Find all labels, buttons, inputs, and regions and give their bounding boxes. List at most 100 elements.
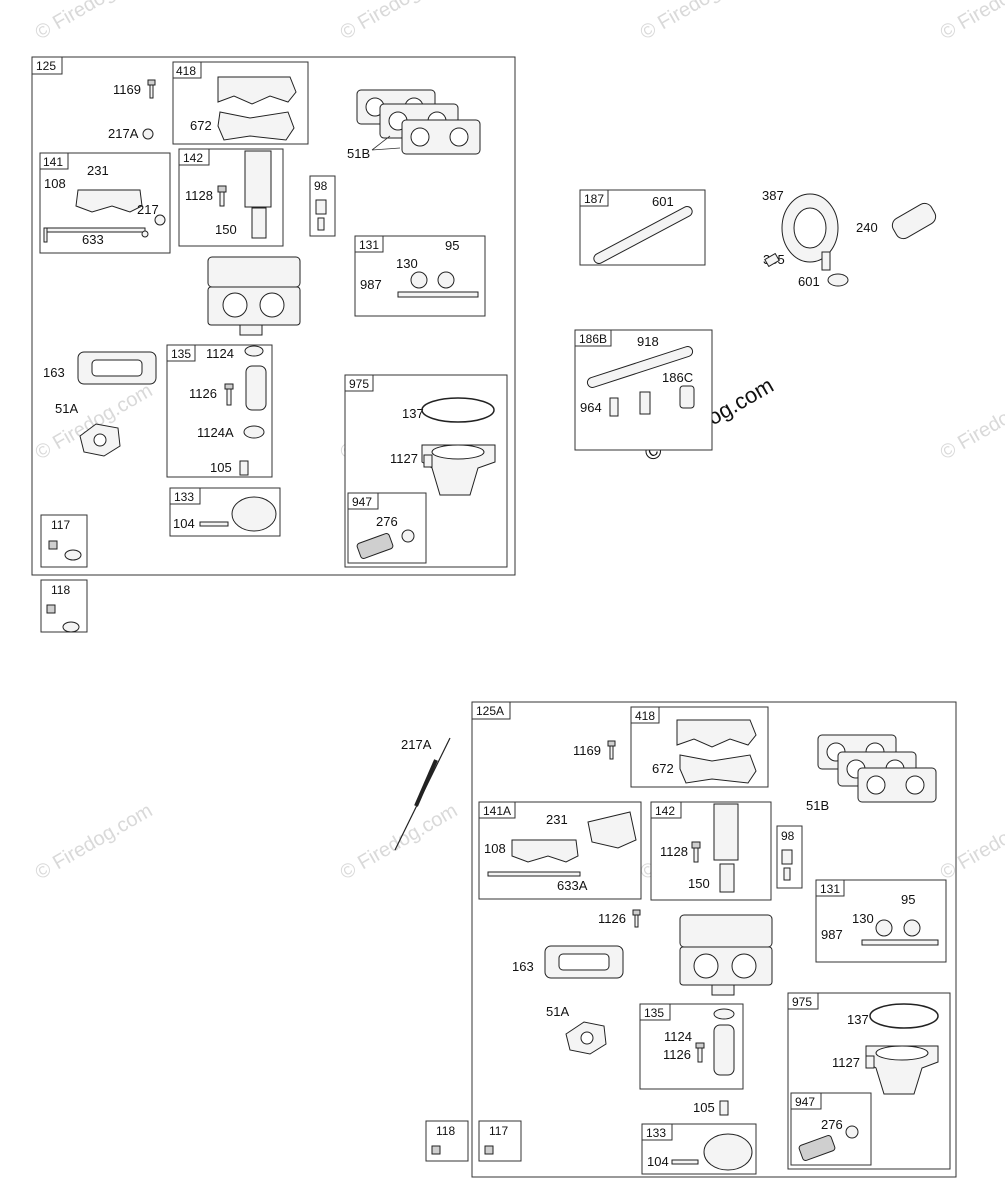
bracket-icon (244, 150, 272, 208)
screw-icon (607, 740, 616, 760)
intake-gasket-icon (356, 89, 481, 155)
shaft-icon (397, 291, 479, 298)
group-975-label: 975 (349, 377, 369, 391)
group-133-label: 133 (646, 1126, 666, 1140)
throttle-plate-icon (410, 271, 428, 289)
part-1126-label: 1126 (189, 386, 217, 401)
part-918-label: 918 (637, 334, 659, 349)
group-131-label: 131 (820, 882, 840, 896)
float-icon (245, 365, 267, 411)
part-1124-label: 1124 (664, 1029, 692, 1044)
throttle-plate-icon (875, 919, 893, 937)
part-186C-label: 186C (662, 370, 693, 385)
group-418-label: 418 (635, 709, 655, 723)
part-51B-label: 51B (806, 798, 829, 813)
link-rod-icon (487, 871, 581, 877)
throttle-plate-icon (437, 271, 455, 289)
screw-icon (147, 79, 156, 99)
group-117-label: 117 (51, 518, 70, 532)
group-133-label: 133 (174, 490, 194, 504)
group-186B-label: 186B (579, 332, 607, 346)
part-108-label: 108 (484, 841, 506, 856)
group-117-label: 117 (489, 1124, 508, 1138)
clip-icon (142, 128, 154, 140)
group-187-label: 187 (584, 192, 604, 206)
part-130-label: 130 (396, 256, 418, 271)
ring-icon (243, 425, 265, 439)
watermark: © Firedog.com (937, 380, 1005, 465)
assembly-125-label: 125 (36, 59, 56, 73)
part-163-label: 163 (512, 959, 534, 974)
part-387-label: 387 (762, 188, 784, 203)
assembly-125-frame (31, 56, 516, 576)
groups-118-117-bottom: 118 117 (425, 1120, 522, 1162)
part-672-label: 672 (652, 761, 674, 776)
group-118-top: 118 (40, 579, 88, 633)
group-98-label: 98 (781, 829, 795, 843)
group-118-label: 118 (51, 583, 70, 597)
spring-icon (315, 199, 327, 215)
group-142-label: 142 (183, 151, 203, 165)
assembly-125-tag (31, 56, 63, 75)
part-105-label: 105 (210, 460, 232, 475)
fuel-hose-icon (586, 346, 694, 388)
group-947-label: 947 (795, 1095, 815, 1109)
part-95-label: 95 (901, 892, 915, 907)
shaft-icon (861, 939, 939, 946)
screw-icon (423, 454, 433, 468)
part-104-label: 104 (647, 1154, 669, 1169)
gasket-icon (217, 76, 297, 105)
part-104-label: 104 (173, 516, 195, 531)
part-964-label: 964 (580, 400, 602, 415)
part-163-label: 163 (43, 365, 65, 380)
throttle-plate-icon (903, 919, 921, 937)
part-231-label: 231 (87, 163, 109, 178)
part-108-label: 108 (44, 176, 66, 191)
part-276-label: 276 (821, 1117, 843, 1132)
part-51A-label: 51A (55, 401, 78, 416)
screw-icon (217, 185, 227, 207)
part-987-label: 987 (821, 927, 843, 942)
part-130-label: 130 (852, 911, 874, 926)
watermark: © Firedog.com (637, 0, 762, 44)
clamp-icon (827, 273, 849, 287)
governor-plate-icon (511, 839, 579, 863)
washer-icon (401, 529, 415, 543)
washer-icon (845, 1125, 859, 1139)
carburetor-icon (207, 256, 301, 336)
part-1124A-label: 1124A (197, 425, 234, 440)
fuel-system: 187 601 387 385 601 240 186B 918 186C 96… (574, 188, 937, 451)
group-975-label: 975 (792, 995, 812, 1009)
screw-icon (865, 1055, 875, 1069)
bracket-icon (713, 803, 739, 861)
part-95-label: 95 (445, 238, 459, 253)
intake-gasket-icon (817, 734, 937, 803)
clip-icon (154, 214, 166, 226)
assembly-125A-label: 125A (476, 704, 504, 718)
washer-icon (141, 230, 149, 238)
group-135-box (166, 344, 273, 478)
part-137-label: 137 (847, 1012, 869, 1027)
gasket-icon (676, 719, 757, 748)
fuel-filter-icon (891, 202, 937, 240)
part-51A-label: 51A (546, 1004, 569, 1019)
washer-icon (62, 621, 80, 633)
part-51B-label: 51B (347, 146, 370, 161)
part-137-label: 137 (402, 406, 424, 421)
watermark: © Firedog.com (32, 0, 157, 44)
screw-icon (317, 217, 325, 231)
part-1126-loose-label: 1126 (598, 911, 626, 926)
part-217-label: 217 (137, 202, 159, 217)
part-1169-label: 1169 (113, 82, 141, 97)
group-135-label: 135 (644, 1006, 664, 1020)
spring-icon (781, 849, 793, 865)
screw-icon (431, 1145, 441, 1155)
part-276-label: 276 (376, 514, 398, 529)
part-633-label: 633 (82, 232, 104, 247)
watermark: © Firedog.com (337, 0, 462, 44)
pin-icon (609, 397, 619, 417)
part-240-label: 240 (856, 220, 878, 235)
solenoid-icon (798, 1135, 836, 1161)
nozzle-icon (713, 1008, 735, 1020)
group-141A-label: 141A (483, 804, 511, 818)
